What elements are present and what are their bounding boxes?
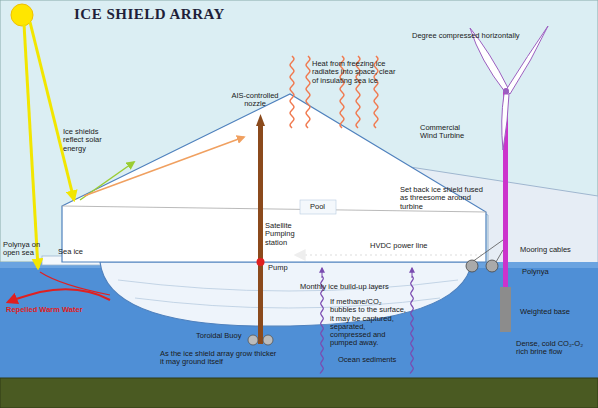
label: Monthly ice build-up layers <box>300 283 410 291</box>
sea <box>0 262 598 380</box>
label: Pool <box>310 203 332 211</box>
toroidal-buoy <box>248 335 258 345</box>
weighted-base <box>500 287 511 332</box>
label: Ocean sediments <box>338 356 408 364</box>
nozzle <box>256 114 265 126</box>
ice-keel <box>100 262 472 326</box>
label: As the ice shield array grow thicker it … <box>160 350 280 367</box>
ice-shield <box>62 94 486 262</box>
label: Satellite Pumping station <box>265 222 317 247</box>
ocean-sediments <box>0 378 598 408</box>
label: HVDC power line <box>370 242 440 250</box>
label: AIS-controlled nozzle <box>228 92 282 109</box>
label: Heat from freezing ice radiates into spa… <box>312 60 396 85</box>
label: Sea ice <box>58 248 98 256</box>
solar-ray <box>30 22 74 200</box>
label: Pump <box>268 264 296 272</box>
mooring-buoy <box>486 260 498 272</box>
label: Set back ice shield fused as threesome a… <box>400 186 484 211</box>
bubble-arrow <box>412 268 413 278</box>
title: ICE SHIELD ARRAY <box>74 6 225 23</box>
label: Repelled Warm Water <box>6 306 96 314</box>
label: Dense, cold CO₂-O₂ rich brine flow <box>516 340 594 357</box>
turbine-blade <box>502 94 509 150</box>
label: Ice shields reflect solar energy <box>63 128 109 153</box>
pool <box>300 200 336 214</box>
ice-layer <box>118 280 458 291</box>
reflected-ray <box>84 137 244 196</box>
hvdc-line <box>296 254 482 256</box>
mooring-cable <box>472 240 503 262</box>
pump-pipe <box>258 122 263 344</box>
pump <box>257 258 265 266</box>
heat-wave <box>306 56 310 128</box>
toroidal-buoy <box>263 335 273 345</box>
label: Commercial Wind Turbine <box>420 124 478 141</box>
mooring-buoy <box>466 260 478 272</box>
mooring-cable <box>496 250 503 262</box>
heat-wave <box>290 56 294 128</box>
bubble-arrow <box>322 268 323 278</box>
turbine-hub <box>503 88 509 94</box>
label: Toroidal Buoy <box>196 332 246 340</box>
solar-ray <box>24 24 38 268</box>
label: Polynya on open sea <box>3 241 41 258</box>
label: If methane/CO₂ bubbles to the surface, i… <box>330 298 408 348</box>
label: Degree compressed horizontally <box>412 32 552 40</box>
bubble-trail <box>410 276 413 374</box>
label: Weighted base <box>520 308 590 316</box>
label: Mooring cables <box>520 246 590 254</box>
label: Polynya <box>522 268 572 276</box>
warm-water-curve <box>40 272 110 295</box>
